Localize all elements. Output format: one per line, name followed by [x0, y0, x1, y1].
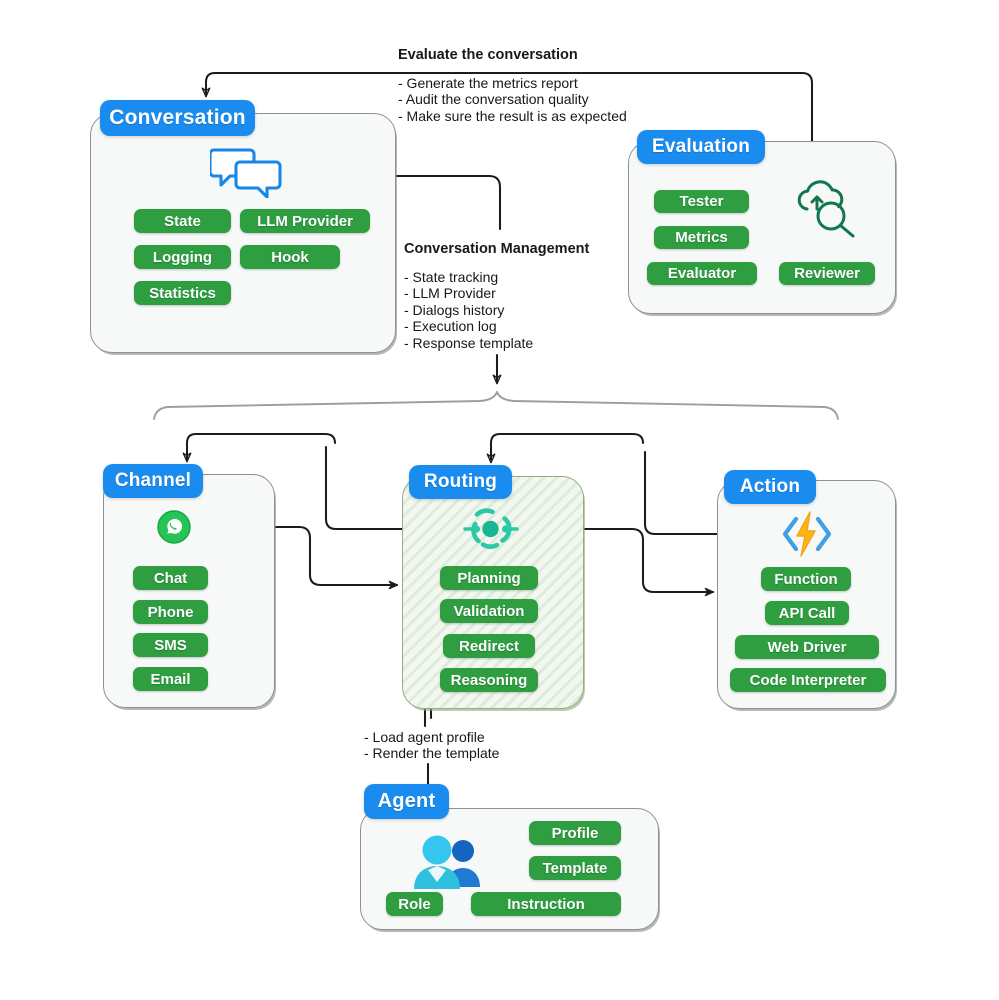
- pill-statistics[interactable]: Statistics: [134, 281, 231, 305]
- pill-chat[interactable]: Chat: [133, 566, 208, 590]
- pill-label: LLM Provider: [257, 212, 353, 230]
- pill-phone[interactable]: Phone: [133, 600, 208, 624]
- pill-label: Planning: [457, 569, 521, 587]
- pill-label: Tester: [679, 193, 724, 210]
- pill-sms[interactable]: SMS: [133, 633, 208, 657]
- wire-brace-to-routing: [491, 432, 645, 462]
- agent-title-chip: Agent: [364, 784, 449, 819]
- note-line: - Audit the conversation quality: [398, 91, 589, 108]
- pill-label: Reviewer: [794, 265, 860, 282]
- wire-brace-to-channel: [187, 432, 337, 461]
- note-evaluate-the-conversation: Evaluate the conversation - Generate the…: [398, 47, 627, 124]
- routing-hub-icon: [461, 504, 521, 554]
- pill-redirect[interactable]: Redirect: [443, 634, 535, 658]
- pill-label: Evaluator: [667, 265, 737, 282]
- pill-email[interactable]: Email: [133, 667, 208, 691]
- pill-label: Role: [398, 895, 431, 913]
- pill-label: Hook: [271, 248, 309, 266]
- pill-profile[interactable]: Profile: [529, 821, 621, 845]
- evaluation-title: Evaluation: [651, 136, 751, 157]
- chat-bubbles-icon: [208, 146, 284, 199]
- pill-hook[interactable]: Hook: [240, 245, 340, 269]
- pill-tester[interactable]: Tester: [654, 190, 749, 213]
- pill-label: Metrics: [675, 229, 728, 246]
- pill-label: Web Driver: [767, 638, 847, 656]
- pill-llm-provider[interactable]: LLM Provider: [240, 209, 370, 233]
- note-agent-load: - Load agent profile - Render the templa…: [364, 729, 499, 762]
- conversation-title: Conversation: [109, 106, 246, 129]
- pill-planning[interactable]: Planning: [440, 566, 538, 590]
- note-line: - LLM Provider: [404, 285, 496, 302]
- pill-label: SMS: [154, 636, 187, 654]
- pill-instruction[interactable]: Instruction: [471, 892, 621, 916]
- pill-label: Profile: [551, 824, 599, 842]
- pill-evaluator[interactable]: Evaluator: [647, 262, 757, 285]
- pill-label: Reasoning: [450, 671, 528, 689]
- note-heading: Conversation Management: [404, 241, 590, 257]
- pill-label: Instruction: [507, 895, 585, 913]
- pill-label: Code Interpreter: [749, 671, 867, 689]
- pill-api-call[interactable]: API Call: [765, 601, 849, 625]
- note-conversation-management: Conversation Management - State tracking…: [404, 241, 589, 351]
- note-line: - Render the template: [364, 745, 500, 762]
- note-line: - Generate the metrics report: [398, 75, 578, 91]
- note-line: - Make sure the result is as expected: [398, 107, 627, 124]
- pill-reasoning[interactable]: Reasoning: [440, 668, 538, 692]
- users-icon: [411, 829, 484, 891]
- pill-label: API Call: [778, 604, 836, 622]
- note-line: - Dialogs history: [404, 301, 505, 318]
- agent-title: Agent: [377, 790, 436, 812]
- pill-label: Statistics: [149, 284, 216, 302]
- pill-label: Phone: [147, 603, 194, 621]
- pill-label: Template: [542, 859, 608, 877]
- note-line: - State tracking: [404, 269, 499, 285]
- pill-function[interactable]: Function: [761, 567, 851, 591]
- pill-label: Redirect: [458, 637, 520, 655]
- pill-template[interactable]: Template: [529, 856, 621, 880]
- pill-state[interactable]: State: [134, 209, 231, 233]
- routing-title-chip: Routing: [409, 465, 512, 499]
- pill-label: Validation: [453, 602, 525, 620]
- pill-label: State: [164, 212, 201, 230]
- pill-code-interpreter[interactable]: Code Interpreter: [730, 668, 886, 692]
- evaluation-title-chip: Evaluation: [637, 130, 765, 164]
- note-heading: Evaluate the conversation: [398, 47, 578, 63]
- pill-web-driver[interactable]: Web Driver: [735, 635, 879, 659]
- note-line: - Execution log: [404, 318, 497, 335]
- whatsapp-icon: [157, 510, 191, 544]
- pill-validation[interactable]: Validation: [440, 599, 538, 623]
- pill-label: Email: [150, 670, 191, 688]
- pill-role[interactable]: Role: [386, 892, 443, 916]
- note-line: - Load agent profile: [364, 729, 485, 745]
- pill-logging[interactable]: Logging: [134, 245, 231, 269]
- routing-title: Routing: [423, 471, 498, 492]
- action-title: Action: [739, 476, 801, 497]
- cloud-search-icon: [793, 178, 859, 240]
- channel-title: Channel: [114, 470, 192, 491]
- pill-label: Chat: [153, 569, 188, 587]
- pill-label: Logging: [152, 248, 213, 266]
- channel-title-chip: Channel: [103, 464, 203, 498]
- pill-reviewer[interactable]: Reviewer: [779, 262, 875, 285]
- brace-split: [153, 391, 839, 420]
- action-title-chip: Action: [724, 470, 816, 504]
- lightning-brackets-icon: [778, 508, 836, 560]
- pill-metrics[interactable]: Metrics: [654, 226, 749, 249]
- conversation-title-chip: Conversation: [100, 100, 255, 136]
- pill-label: Function: [774, 570, 838, 588]
- note-line: - Response template: [404, 334, 534, 351]
